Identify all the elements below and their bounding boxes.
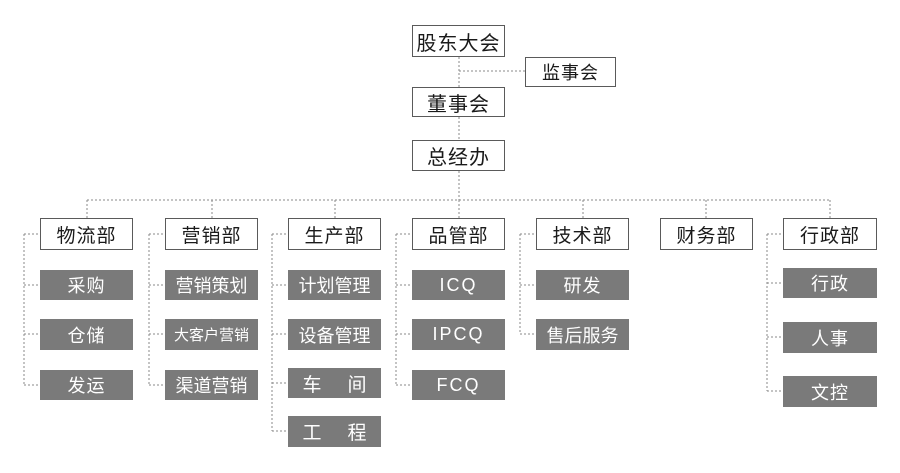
unit-quality-ipcq: IPCQ — [412, 319, 505, 350]
general-office-box: 总经办 — [412, 140, 505, 171]
unit-marketing-channels: 渠道营销 — [165, 370, 258, 400]
dept-technology: 技术部 — [536, 218, 629, 250]
unit-quality-fcq: FCQ — [412, 370, 505, 400]
unit-marketing-key-accounts: 大客户营销 — [165, 319, 258, 350]
dept-quality: 品管部 — [412, 218, 505, 250]
shareholders-meeting-box: 股东大会 — [412, 25, 505, 57]
unit-production-engineering: 工 程 — [288, 416, 381, 447]
dept-administration: 行政部 — [783, 218, 877, 250]
unit-logistics-procurement: 采购 — [40, 270, 133, 300]
unit-admin-document-control: 文控 — [783, 376, 877, 407]
unit-production-workshop: 车 间 — [288, 368, 381, 398]
dept-production: 生产部 — [288, 218, 381, 250]
unit-quality-icq: ICQ — [412, 270, 505, 300]
dept-logistics: 物流部 — [40, 218, 133, 250]
dept-finance: 财务部 — [660, 218, 753, 250]
unit-admin-hr: 人事 — [783, 322, 877, 353]
unit-technology-rnd: 研发 — [536, 270, 629, 300]
unit-production-equipment: 设备管理 — [288, 319, 381, 350]
board-of-directors-box: 董事会 — [412, 87, 505, 117]
unit-logistics-warehousing: 仓储 — [40, 319, 133, 350]
unit-production-planning: 计划管理 — [288, 270, 381, 300]
unit-logistics-shipping: 发运 — [40, 370, 133, 400]
unit-technology-after-sales: 售后服务 — [536, 319, 629, 350]
dept-marketing: 营销部 — [165, 218, 258, 250]
unit-marketing-planning: 营销策划 — [165, 270, 258, 300]
unit-admin-administration: 行政 — [783, 268, 877, 298]
supervisory-board-box: 监事会 — [525, 57, 616, 87]
